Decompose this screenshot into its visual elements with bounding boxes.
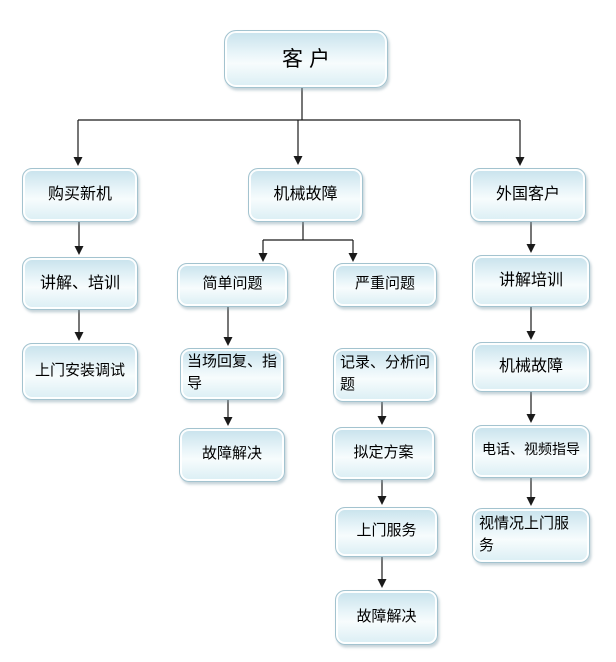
edge-customer-mechanical-fault [293,120,303,165]
edge-mechanical-fault-phone-video [526,392,536,423]
node-mechanical-fault: 机械故障 [248,168,363,222]
node-simple-problem: 简单问题 [177,263,288,307]
node-mechanical-fault-foreign: 机械故障 [472,342,590,392]
edge-fork-simple-problem [258,240,268,262]
edge-customer-fork [78,88,520,121]
node-record-analyze-problem: 记录、分析问题 [333,348,437,402]
node-customer: 客户 [224,30,388,88]
edge-phone-video-onsite-by-case [526,478,536,506]
edge-record-analyze-draft-plan [377,402,387,425]
node-draft-plan: 拟定方案 [332,427,435,480]
node-onsite-service: 上门服务 [335,507,438,557]
edge-customer-foreign-customer [515,120,525,166]
node-foreign-customer: 外国客户 [470,168,586,222]
edge-customer-buy-new-machine [73,120,83,166]
node-serious-problem: 严重问题 [333,263,437,307]
node-buy-new-machine: 购买新机 [22,168,138,222]
node-fault-solved-mid: 故障解决 [335,590,438,645]
node-explain-training-foreign: 讲解培训 [472,255,590,307]
edge-draft-plan-onsite-service [377,480,387,505]
edge-explain-training-mechanical-fault [526,307,536,340]
edge-simple-problem-reply-guide [223,307,233,346]
node-onsite-by-case: 视情况上门服务 [472,508,590,563]
edge-buy-new-explain-training [74,222,84,255]
node-fault-solved-left: 故障解决 [179,428,285,482]
edge-explain-training-onsite-install [74,310,84,341]
edge-onsite-service-fault-solved [377,557,387,588]
edge-reply-guide-fault-solved [223,400,233,426]
edge-fork-serious-problem [348,240,358,262]
node-phone-video-guide: 电话、视频指导 [472,425,590,478]
edge-mechanical-fault-fork [263,222,353,241]
node-explain-training: 讲解、培训 [22,257,138,310]
node-onsite-install-debug: 上门安装调试 [22,343,138,400]
edge-foreign-explain-training [526,222,536,253]
node-onsite-reply-guide: 当场回复、指导 [180,348,284,400]
